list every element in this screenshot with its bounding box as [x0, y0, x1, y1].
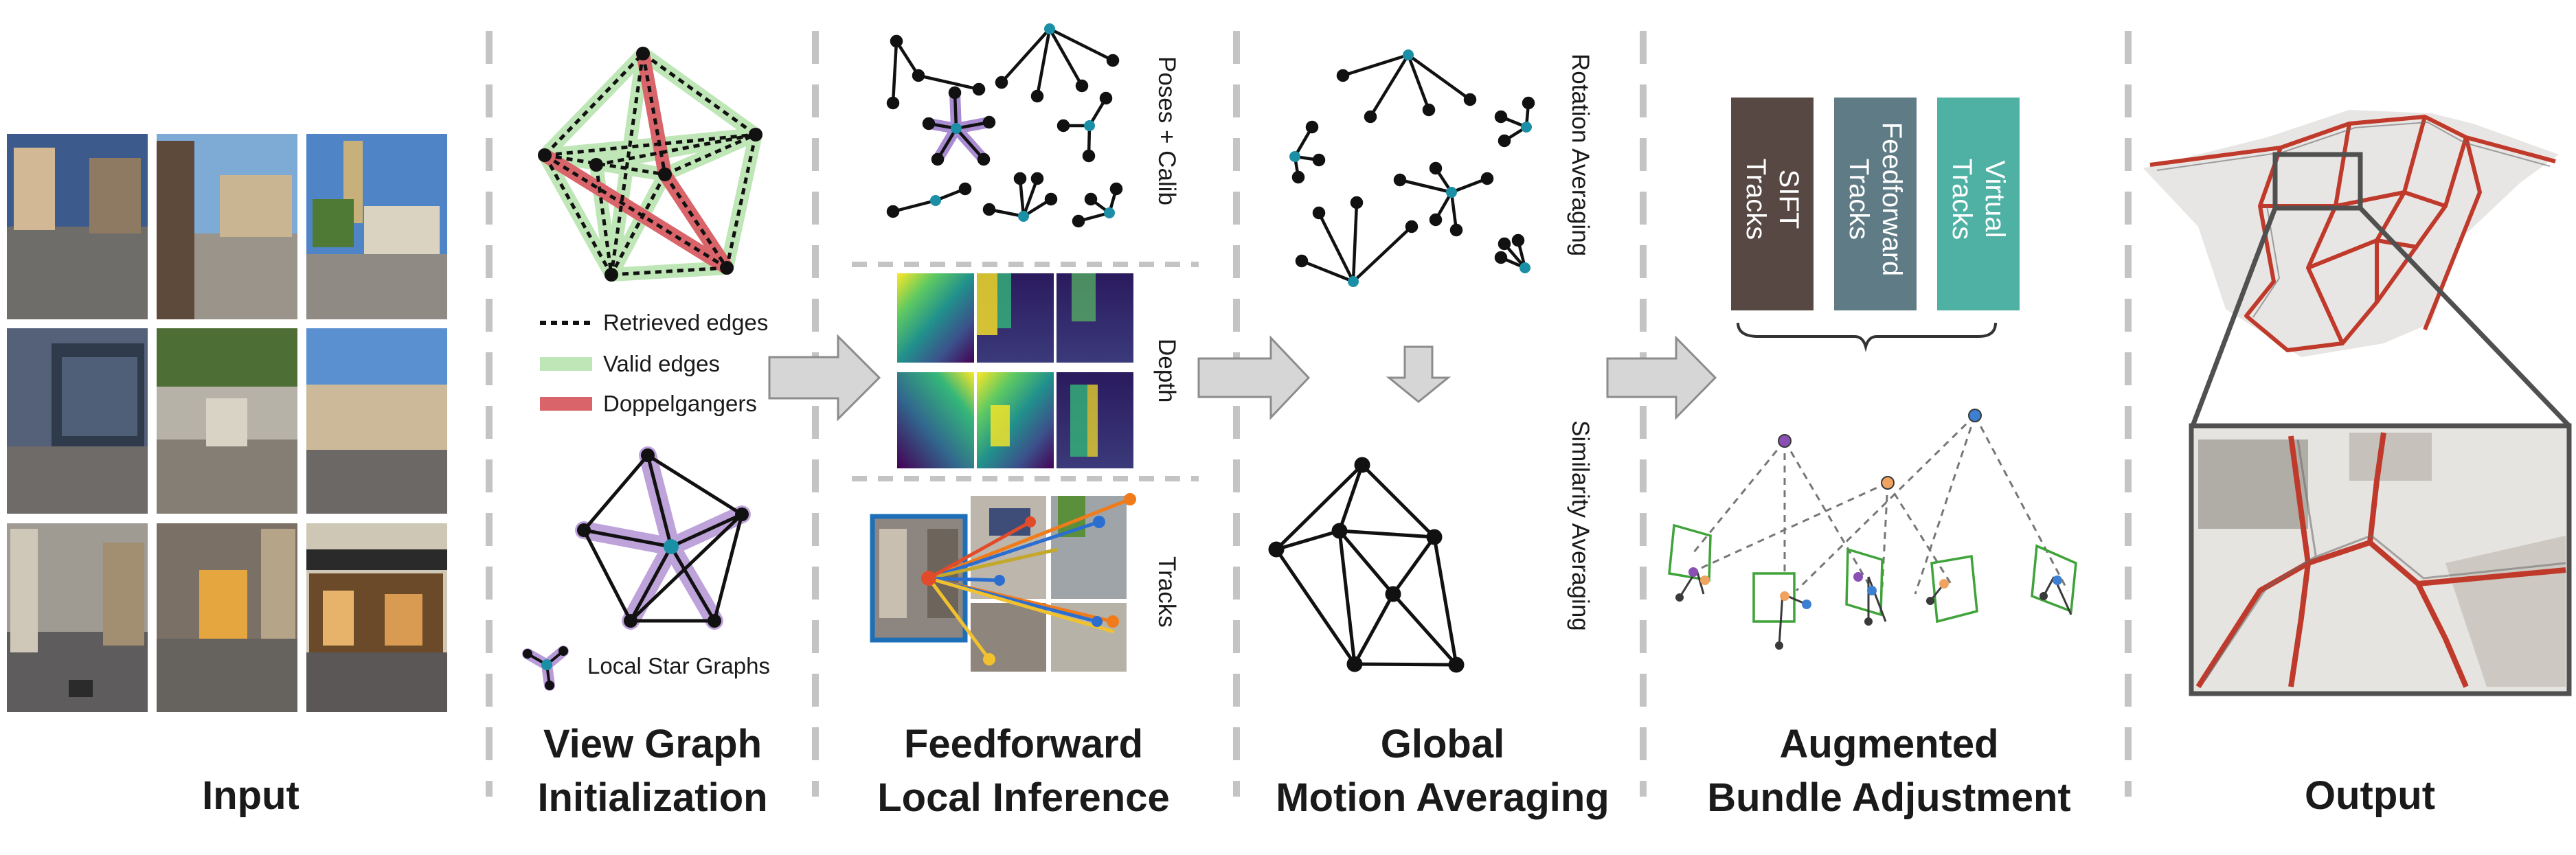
- stage-title-local-inference: Feedforward Local Inference: [835, 718, 1212, 825]
- track-box-label: SIFT Tracks: [1739, 100, 1805, 299]
- zoom-indicator: [2190, 152, 2571, 428]
- view-graph: [538, 47, 762, 282]
- stage-title-line: Bundle Adjustment: [1707, 775, 2071, 820]
- stage-title-bundle-adjustment: Augmented Bundle Adjustment: [1649, 718, 2129, 825]
- local-inference-row-dividers: [852, 262, 1199, 481]
- stage-separators: [486, 31, 2132, 797]
- depth-maps: [897, 273, 1133, 468]
- track-box-line: Tracks: [1947, 158, 1977, 240]
- input-photo: [7, 328, 148, 514]
- tracks-brace: [1737, 322, 1997, 352]
- track-lines: [927, 497, 1131, 661]
- track-box-line: Virtual: [1980, 160, 2010, 238]
- input-photo: [157, 523, 297, 712]
- legend-valid-edges: Valid edges: [603, 351, 721, 376]
- legend-retrieved-edges: Retrieved edges: [603, 310, 769, 335]
- arrow-icon: [1197, 335, 1311, 420]
- input-photo: [306, 328, 447, 514]
- legend-swatches: [540, 321, 592, 411]
- track-box-line: Tracks: [1741, 158, 1771, 240]
- input-photo: [7, 523, 148, 712]
- arrow-down-icon: [1386, 345, 1451, 403]
- label-poses-calib: Poses + Calib: [1153, 56, 1180, 205]
- arrow-icon: [768, 334, 881, 422]
- track-box-line: Feedforward: [1877, 122, 1907, 277]
- stage-title-view-graph: View Graph Initialization: [481, 718, 824, 825]
- bundle-adjustment-scene: [1668, 409, 2077, 650]
- track-box-virtual: Virtual Tracks: [1937, 98, 2020, 310]
- stage-title-input: Input: [202, 773, 300, 818]
- track-points: [921, 493, 1136, 665]
- stage-title-motion-averaging: Global Motion Averaging: [1230, 718, 1656, 825]
- stage-title-line: Global: [1380, 722, 1505, 766]
- stage-title-line: Local Inference: [877, 775, 1170, 820]
- input-photo: [306, 523, 447, 712]
- label-similarity-averaging: Similarity Averaging: [1567, 420, 1594, 631]
- similarity-graph: [1268, 457, 1465, 673]
- stage-arrows: [768, 334, 1717, 422]
- zoomed-reconstruction: [2189, 423, 2572, 696]
- legend-local-star-graphs: Local Star Graphs: [587, 653, 770, 679]
- output-reconstruction: [2143, 110, 2559, 357]
- input-photo: [157, 328, 297, 514]
- track-box-sift: SIFT Tracks: [1731, 98, 1814, 310]
- stage-title-line: Feedforward: [903, 722, 1144, 766]
- stage-title-line: Augmented: [1779, 722, 1999, 766]
- track-box-line: SIFT: [1774, 169, 1804, 229]
- input-photo: [157, 134, 297, 319]
- input-photo: [306, 134, 447, 319]
- stage-title-line: View Graph: [543, 722, 762, 766]
- label-depth: Depth: [1153, 339, 1180, 403]
- input-photo: [7, 134, 148, 319]
- rotation-graph: [1289, 49, 1535, 287]
- track-box-line: Tracks: [1844, 158, 1874, 240]
- star-legend-icon: [522, 646, 569, 691]
- track-box-label: Feedforward Tracks: [1842, 100, 1908, 299]
- view-graph-nodes: [538, 47, 762, 282]
- label-rotation-averaging: Rotation Averaging: [1567, 54, 1594, 257]
- stage-title-line: Motion Averaging: [1276, 775, 1609, 820]
- poses-star-graphs: [886, 23, 1123, 228]
- input-image-grid: [7, 134, 447, 712]
- retrieved-edges: [543, 52, 758, 277]
- legend-doppelgangers: Doppelgangers: [603, 391, 757, 416]
- arrow-icon: [1606, 335, 1717, 420]
- label-tracks: Tracks: [1153, 556, 1180, 628]
- star-graph: [575, 446, 751, 630]
- stage-title-output: Output: [2304, 773, 2436, 818]
- track-box-feedforward: Feedforward Tracks: [1834, 98, 1917, 310]
- track-box-label: Virtual Tracks: [1945, 100, 2011, 299]
- stage-title-line: Initialization: [537, 775, 768, 820]
